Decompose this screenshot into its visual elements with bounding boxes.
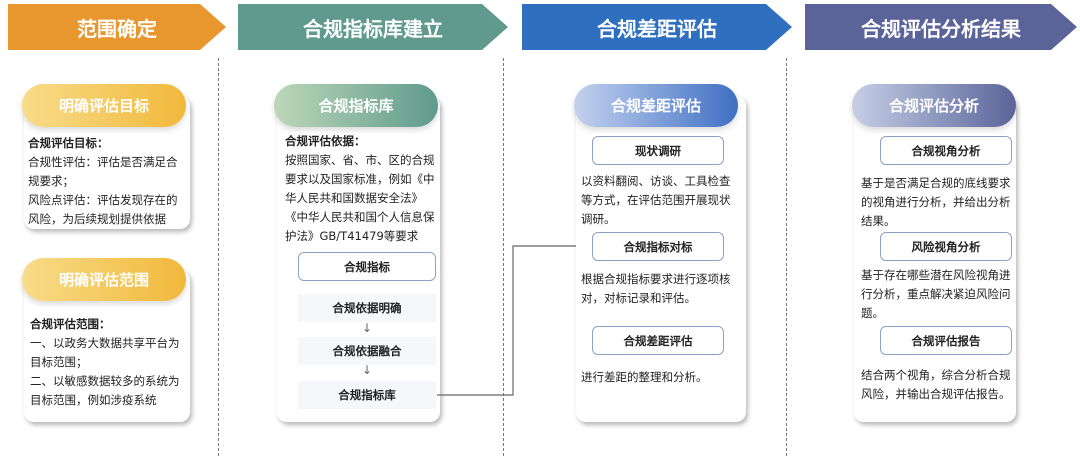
down-arrow-icon: ↓: [362, 321, 373, 335]
scope-text: 合规评估范围： 一、以政务大数据共享平台为目标范围； 二、以敏感数据较多的系统为…: [30, 315, 190, 410]
report-desc: 结合两个视角，综合分析合规风险，并输出合规评估报告。: [861, 368, 1011, 401]
divider: [218, 58, 219, 456]
step-index-library: 合规指标库: [298, 381, 436, 409]
risk-view-box: 风险视角分析: [880, 232, 1012, 261]
scope-heading: 合规评估范围：: [30, 317, 111, 331]
divider: [786, 58, 787, 456]
goal-heading: 合规评估目标：: [28, 136, 109, 150]
index-box: 合规指标: [298, 252, 436, 281]
benchmark-box: 合规指标对标: [592, 232, 724, 261]
scope-line: 二、以敏感数据较多的系统为目标范围，例如涉疫系统: [30, 374, 180, 407]
basis-heading: 合规评估依据：: [285, 134, 366, 148]
divider: [503, 58, 504, 456]
goal-line: 合规性评估：评估是否满足合规要求；: [28, 155, 178, 188]
analysis-pill: 合规评估分析: [852, 84, 1016, 127]
scope-pill: 明确评估范围: [22, 258, 186, 301]
report-box: 合规评估报告: [880, 326, 1012, 355]
stage-banner-results: 合规评估分析结果: [805, 4, 1077, 50]
step-basis-merge: 合规依据融合: [298, 337, 436, 365]
scope-line: 一、以政务大数据共享平台为目标范围；: [30, 336, 180, 369]
index-library-pill: 合规指标库: [274, 84, 438, 127]
step-basis-clear: 合规依据明确: [298, 294, 436, 322]
down-arrow-icon: ↓: [362, 363, 373, 377]
risk-view-desc: 基于存在哪些潜在风险视角进行分析，重点解决紧迫风险问题。: [861, 268, 1011, 320]
compliance-view-box: 合规视角分析: [880, 136, 1012, 165]
gap-desc: 进行差距的整理和分析。: [581, 370, 708, 384]
compliance-view-desc: 基于是否满足合规的底线要求的视角进行分析，并给出分析结果。: [861, 176, 1011, 228]
goal-pill: 明确评估目标: [22, 84, 186, 127]
stage-banner-index-library: 合规指标库建立: [238, 4, 508, 50]
stage-banner-gap-assessment: 合规差距评估: [522, 4, 792, 50]
gap-box: 合规差距评估: [592, 326, 724, 355]
goal-line: 风险点评估：评估发现存在的风险，为后续规划提供依据: [28, 193, 178, 226]
goal-text: 合规评估目标： 合规性评估：评估是否满足合规要求； 风险点评估：评估发现存在的风…: [28, 134, 188, 229]
gap-pill: 合规差距评估: [574, 84, 738, 127]
survey-desc: 以资料翻阅、访谈、工具检查等方式，在评估范围开展现状调研。: [581, 174, 731, 226]
survey-box: 现状调研: [592, 136, 724, 165]
stage-banner-scope: 范围确定: [8, 4, 226, 50]
basis-body: 按照国家、省、市、区的合规要求以及国家标准，例如《中华人民共和国数据安全法》《中…: [285, 153, 435, 243]
benchmark-desc: 根据合规指标要求进行逐项核对，对标记录和评估。: [581, 272, 731, 305]
basis-text: 合规评估依据： 按照国家、省、市、区的合规要求以及国家标准，例如《中华人民共和国…: [285, 132, 437, 246]
